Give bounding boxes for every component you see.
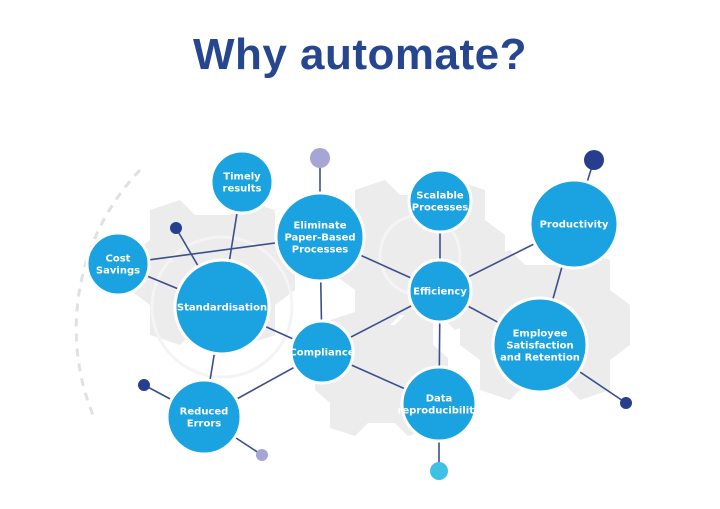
- node-label: Savings: [96, 266, 140, 277]
- node-circle: [209, 149, 275, 215]
- node-circle: [85, 231, 151, 297]
- node-label: reproducibility: [397, 406, 481, 417]
- node-label: Satisfaction: [506, 341, 573, 352]
- decorative-dots: [138, 148, 632, 480]
- node-label: Processes: [412, 203, 469, 214]
- node-label: Eliminate: [294, 221, 347, 232]
- node-label: Scalable: [416, 191, 464, 202]
- node-circle: [274, 191, 366, 283]
- decor-dot: [138, 379, 150, 391]
- node-label: Employee: [513, 329, 568, 340]
- node-productivity: Productivity: [528, 178, 620, 270]
- concept-nodes: TimelyresultsCostSavingsStandardisationE…: [85, 149, 620, 456]
- node-circle: [528, 178, 620, 270]
- dashed-arc: [74, 168, 142, 421]
- node-circle: [491, 296, 589, 394]
- node-label: Errors: [187, 419, 221, 430]
- node-label: Efficiency: [413, 287, 467, 298]
- node-circle: [400, 365, 478, 443]
- node-label: Cost: [106, 254, 131, 265]
- node-circle: [407, 168, 473, 234]
- node-label: Compliance: [289, 348, 354, 359]
- page-title: Why automate?: [192, 30, 528, 79]
- node-compliance: Compliance: [289, 319, 355, 385]
- node-label: Paper-Based: [284, 233, 355, 244]
- gear-ring: [150, 235, 294, 379]
- node-circle: [407, 258, 473, 324]
- node-circle: [165, 378, 243, 456]
- node-circle: [173, 258, 271, 356]
- node-standardisation: Standardisation: [173, 258, 271, 356]
- decor-dot: [256, 449, 268, 461]
- node-label: Processes: [292, 245, 349, 256]
- node-label: Reduced: [180, 407, 229, 418]
- node-label: and Retention: [500, 353, 580, 364]
- node-label: Standardisation: [177, 303, 267, 314]
- node-efficiency: Efficiency: [407, 258, 473, 324]
- node-label: results: [223, 184, 262, 195]
- node-label: Data: [426, 394, 453, 405]
- node-label: Productivity: [540, 220, 609, 231]
- decor-dot: [310, 148, 330, 168]
- decor-dot: [170, 222, 182, 234]
- node-label: Timely: [223, 172, 261, 183]
- decor-dot: [430, 462, 448, 480]
- decor-dot: [620, 397, 632, 409]
- node-circle: [289, 319, 355, 385]
- decor-dot: [584, 150, 604, 170]
